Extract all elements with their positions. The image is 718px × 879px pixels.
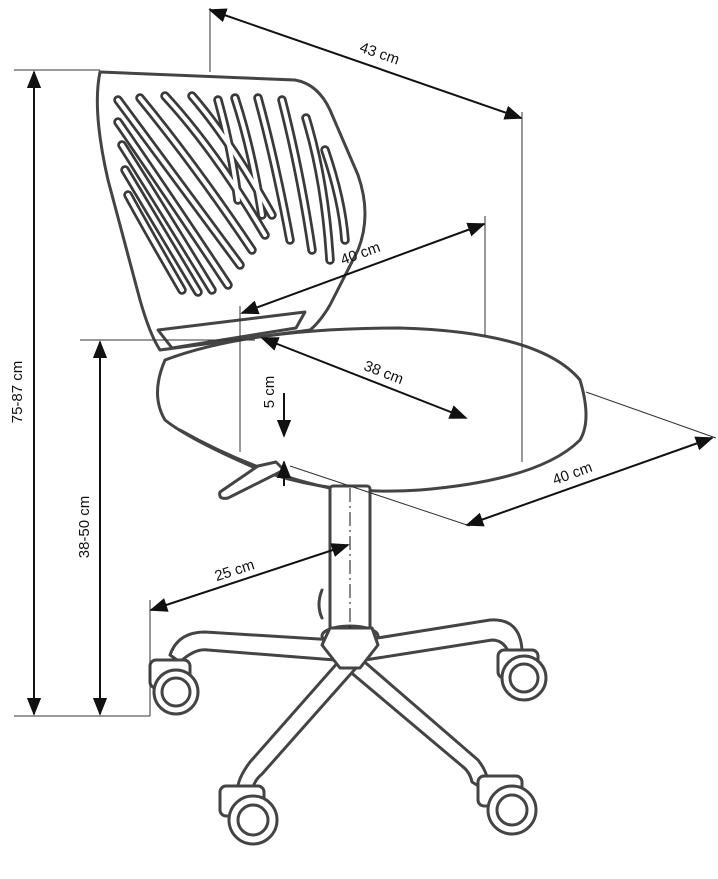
star-base (168, 618, 524, 797)
dimension-line-base-radius (149, 543, 350, 612)
dimension-lines (14, 8, 717, 717)
label-seat-thickness: 5 cm (261, 376, 278, 409)
gas-cylinder (317, 484, 380, 648)
casters (148, 648, 548, 846)
dimension-line-backrest-depth (208, 8, 523, 120)
height-lever (218, 460, 286, 500)
label-base-radius: 25 cm (213, 556, 257, 585)
backrest (95, 70, 367, 352)
label-total-height: 75-87 cm (9, 361, 26, 424)
dimension-line-seat-depth (260, 337, 468, 419)
label-seat-width: 40 cm (550, 459, 594, 489)
dimension-line-seat-width (465, 436, 714, 527)
caster-front-left (218, 784, 279, 846)
caster-right (496, 648, 548, 702)
label-seat-height: 38-50 cm (76, 496, 93, 559)
chair-illustration (95, 70, 588, 846)
dimension-line-backrest-width (240, 222, 486, 315)
caster-front-right (476, 774, 538, 836)
caster-left (148, 658, 200, 716)
